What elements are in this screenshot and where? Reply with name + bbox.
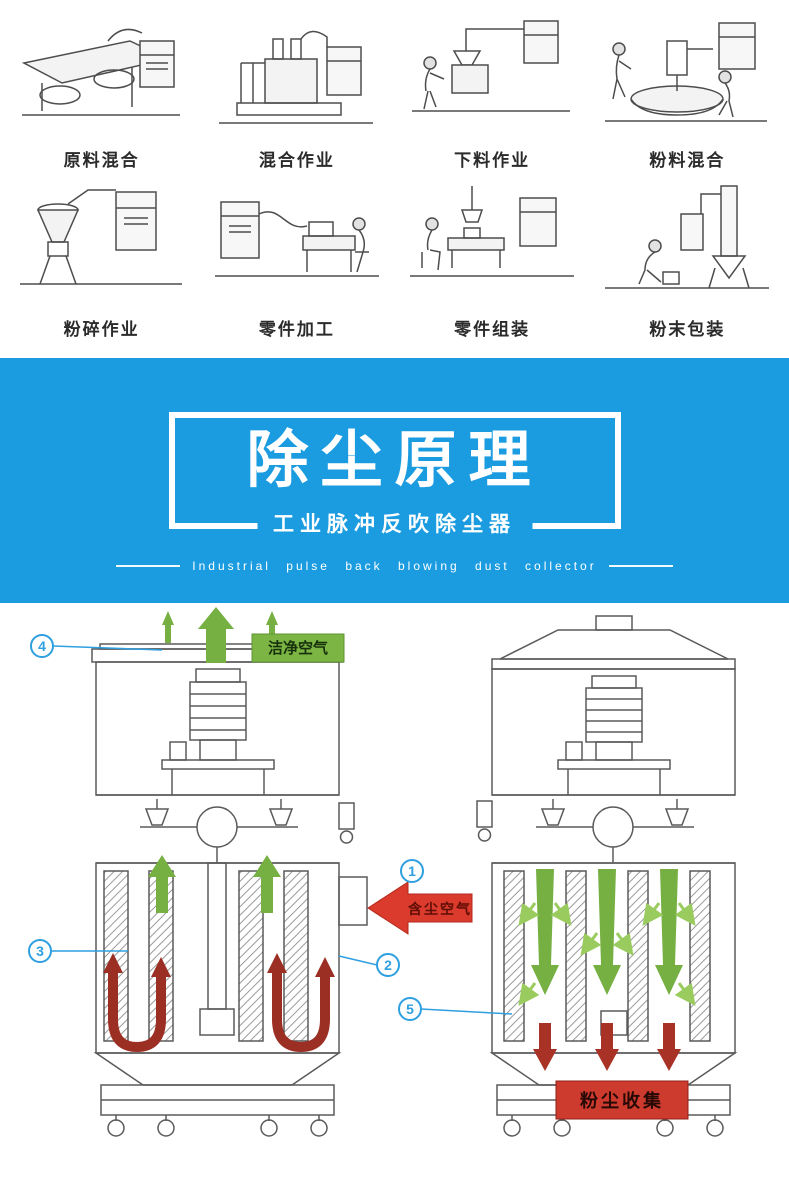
process-caption: 粉料混合 (649, 151, 726, 170)
airflow-down-arrows (531, 869, 683, 995)
dust-collector-diagram: 洁净空气 (28, 607, 738, 1137)
process-caption: 粉碎作业 (63, 320, 140, 339)
illustration-powder-mixing-icon (605, 22, 768, 122)
process-item: 原料混合 (4, 6, 199, 175)
dust-collect-label: 粉尘收集 (555, 1080, 689, 1120)
banner-section: 除尘原理 工业脉冲反吹除尘器 Industrial pulse back blo… (0, 358, 789, 603)
process-caption: 混合作业 (258, 151, 335, 170)
dusty-air-label-text: 含尘空气 (408, 901, 472, 917)
dusty-air-arrow: 含尘空气 (367, 881, 473, 935)
illustration-blanking-operation-icon (412, 20, 571, 112)
process-grid-section: 原料混合 混合作业 (0, 0, 789, 358)
left-machine-outline (91, 643, 368, 1137)
banner-title: 除尘原理 (246, 426, 543, 495)
page: 原料混合 混合作业 (0, 0, 789, 1142)
process-caption: 零件加工 (258, 320, 335, 339)
process-caption: 下料作业 (454, 151, 531, 170)
callouts: 1 2 3 4 5 (28, 634, 424, 1021)
callout-1: 1 (408, 863, 416, 879)
process-item: 粉料混合 (590, 6, 785, 175)
illustration-crushing-operation-icon (19, 189, 182, 285)
divider-line-right (608, 565, 673, 568)
dust-collect-label-text: 粉尘收集 (580, 1090, 664, 1111)
process-caption: 零件组装 (454, 320, 531, 339)
process-caption: 原料混合 (63, 151, 140, 170)
clean-air-label: 洁净空气 (251, 633, 345, 663)
process-item: 粉末包装 (590, 175, 785, 344)
filter-flow-arrows (518, 902, 696, 1006)
callout-3: 3 (36, 943, 44, 959)
process-item: 零件组装 (395, 175, 590, 344)
red-u-arrowheads (103, 953, 335, 977)
callout-2: 2 (384, 957, 392, 973)
process-item: 零件加工 (199, 175, 394, 344)
dust-down-arrows (533, 1023, 681, 1071)
illustration-mixing-operation-icon (218, 30, 373, 124)
illustration-raw-material-mixing-icon (21, 28, 180, 116)
title-frame: 除尘原理 工业脉冲反吹除尘器 (168, 412, 621, 539)
process-item: 混合作业 (199, 6, 394, 175)
banner-subtitle-en: Industrial pulse back blowing dust colle… (192, 559, 597, 574)
banner-subtitle-en-row: Industrial pulse back blowing dust colle… (0, 559, 789, 573)
banner-subtitle: 工业脉冲反吹除尘器 (257, 508, 532, 539)
illustration-parts-processing-icon (214, 201, 379, 277)
diagram-section: 洁净空气 (0, 603, 789, 1142)
callout-5: 5 (406, 1001, 414, 1017)
illustration-powder-packing-icon (605, 185, 770, 289)
process-item: 下料作业 (395, 6, 590, 175)
red-u-arrows (108, 971, 330, 1053)
process-caption: 粉末包装 (649, 320, 726, 339)
callout-4: 4 (38, 638, 46, 654)
callout-lines (51, 645, 513, 1015)
clean-air-label-text: 洁净空气 (268, 639, 328, 657)
illustration-parts-assembly-icon (410, 186, 575, 277)
process-item: 粉碎作业 (4, 175, 199, 344)
divider-line-left (116, 565, 181, 568)
